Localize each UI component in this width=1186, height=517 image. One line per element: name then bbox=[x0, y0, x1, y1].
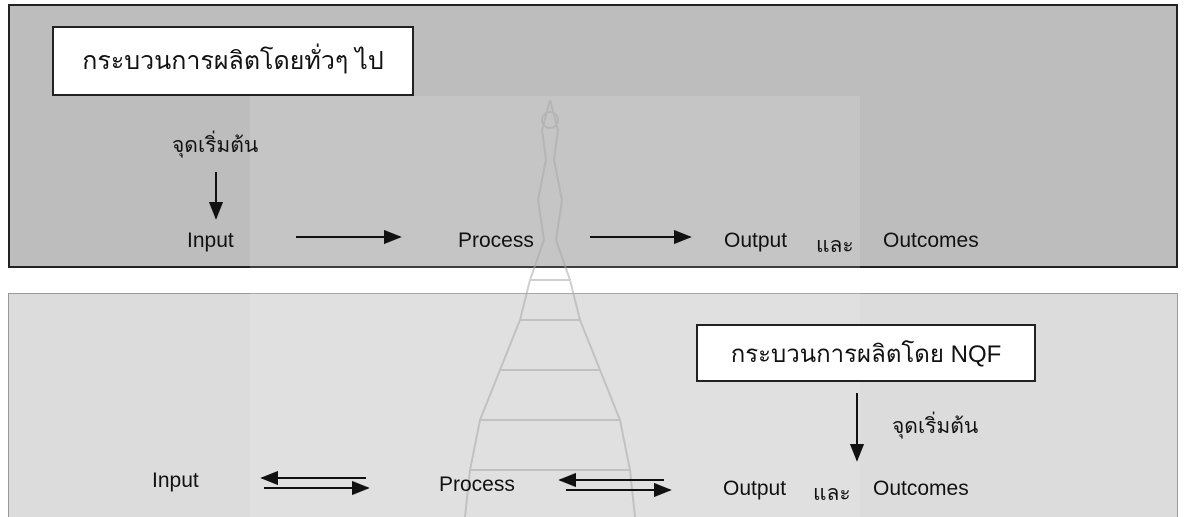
nqf-input-label: Input bbox=[152, 469, 199, 492]
nqf-outcomes-label: Outcomes bbox=[873, 477, 969, 500]
nqf-start-label: จุดเริ่มต้น bbox=[892, 415, 979, 438]
nqf-and-label: และ bbox=[813, 482, 851, 505]
nqf-output-label: Output bbox=[723, 477, 787, 500]
general-input-label: Input bbox=[187, 229, 234, 252]
general-outcomes-label: Outcomes bbox=[883, 229, 979, 252]
general-process-label: Process bbox=[458, 229, 534, 252]
nqf-process-label: Process bbox=[439, 473, 515, 496]
general-start-label: จุดเริ่มต้น bbox=[172, 134, 259, 157]
general-process-title: กระบวนการผลิตโดยทั่วๆ ไป bbox=[52, 26, 414, 96]
temple-watermark-icon bbox=[464, 99, 636, 517]
general-and-label: และ bbox=[816, 234, 854, 257]
nqf-process-title: กระบวนการผลิตโดย NQF bbox=[696, 324, 1036, 382]
general-output-label: Output bbox=[724, 229, 788, 252]
